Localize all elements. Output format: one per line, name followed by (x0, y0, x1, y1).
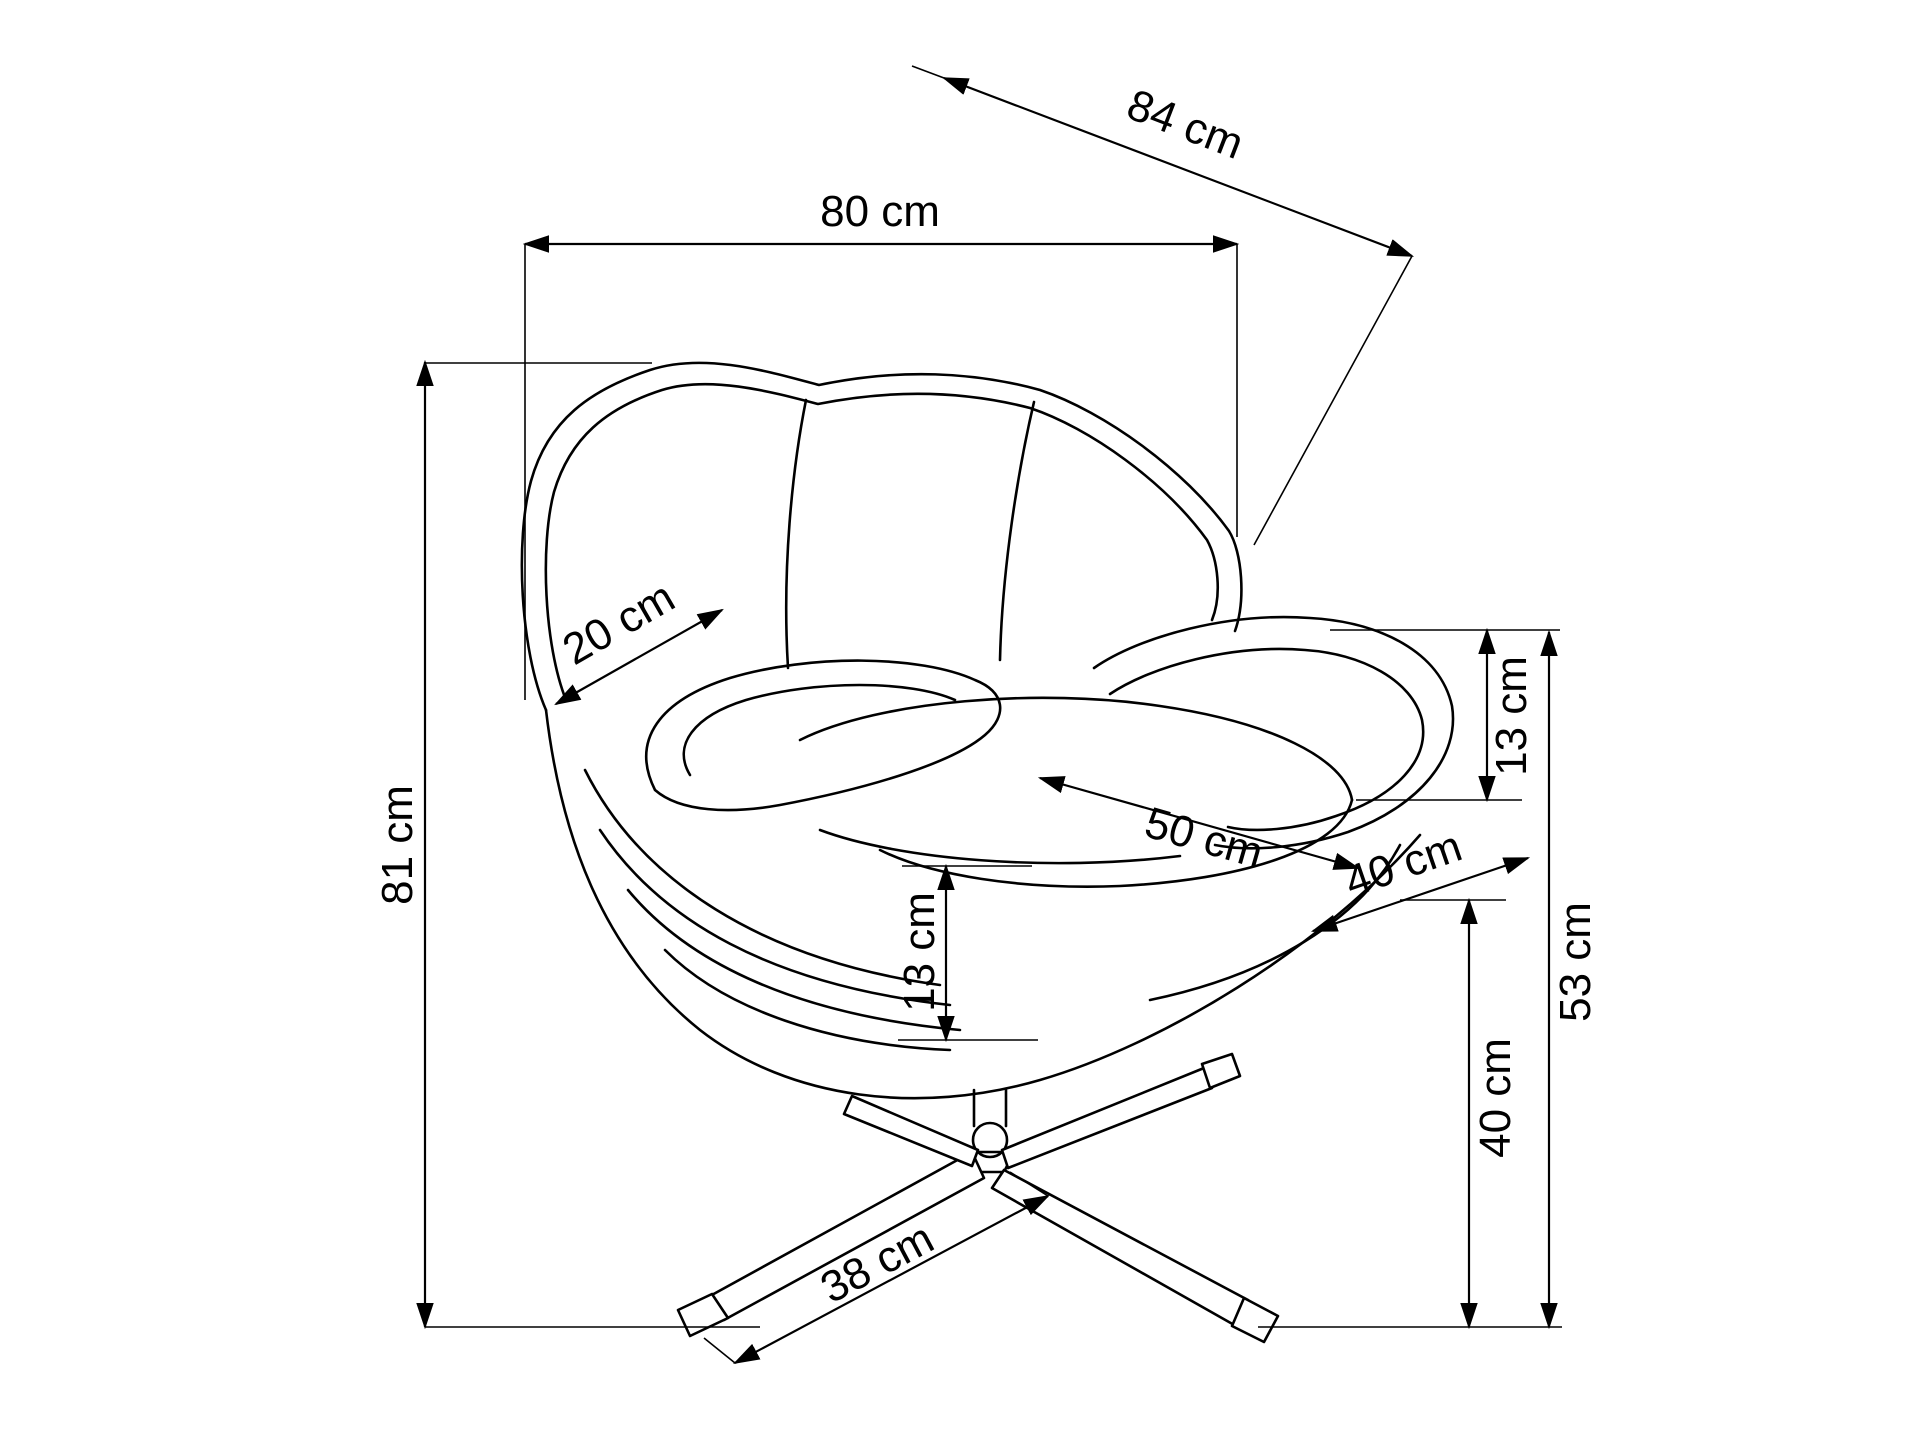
backrest-shell-outer (520, 361, 1243, 712)
dim-label-overall-depth: 84 cm (1120, 80, 1249, 169)
dimension-annotations: 84 cm 80 cm 81 cm 20 cm 13 cm 50 cm 40 c… (373, 65, 1600, 1365)
base-leg-back-left (842, 1094, 980, 1168)
dim-line-overall-depth (941, 76, 1415, 258)
backrest-seam-left (784, 398, 808, 670)
dim-label-seat-width: 40 cm (1339, 822, 1468, 907)
ext-line-base-leg-right (1009, 1171, 1049, 1197)
dim-line-armrest-wing-width (554, 608, 724, 706)
left-armrest-cushion-outer (645, 659, 1002, 812)
dim-label-overall-width: 80 cm (820, 187, 940, 236)
dim-label-overall-height: 81 cm (373, 785, 422, 905)
ext-line-base-leg-left (703, 1337, 736, 1364)
dim-line-seat-width (1310, 856, 1531, 933)
dim-line-base-leg-length (733, 1194, 1050, 1365)
backrest-shell-inner (544, 382, 1220, 702)
upholstery-fold-1 (583, 768, 942, 987)
upholstery-fold-4 (663, 948, 952, 1052)
pedestal-stem (972, 1088, 1008, 1128)
backrest-seam-right (998, 400, 1036, 662)
base-foot-front-left (676, 1292, 730, 1338)
pedestal-ball-knob (971, 1121, 1009, 1159)
dim-line-seat-depth (1037, 776, 1361, 870)
ext-line-overall-depth-right (1253, 255, 1413, 546)
dim-label-arm-to-seat-drop: 13 cm (1487, 656, 1536, 776)
base-foot-front-right (1230, 1296, 1280, 1344)
dim-label-armrest-height-floor: 53 cm (1551, 902, 1600, 1022)
seat-cushion-top (798, 696, 1354, 802)
seat-cushion-front (878, 798, 1354, 888)
dim-label-seat-depth: 50 cm (1140, 798, 1269, 878)
seat-cushion-seam (818, 828, 1182, 865)
upholstery-fold-2 (598, 828, 952, 1007)
dim-label-cushion-thickness: 13 cm (895, 892, 944, 1012)
chair-drawing (520, 361, 1455, 1344)
base-foot-back-right (1200, 1052, 1242, 1090)
ext-line-overall-depth-left (911, 65, 945, 79)
dim-label-seat-height-floor: 40 cm (1471, 1038, 1520, 1158)
left-armrest-cushion-inner (682, 683, 957, 777)
lower-shell-outer (544, 708, 1422, 1100)
base-leg-front-right (990, 1168, 1250, 1328)
upholstery-fold-3 (626, 888, 962, 1032)
dim-label-armrest-wing-width: 20 cm (555, 572, 683, 674)
